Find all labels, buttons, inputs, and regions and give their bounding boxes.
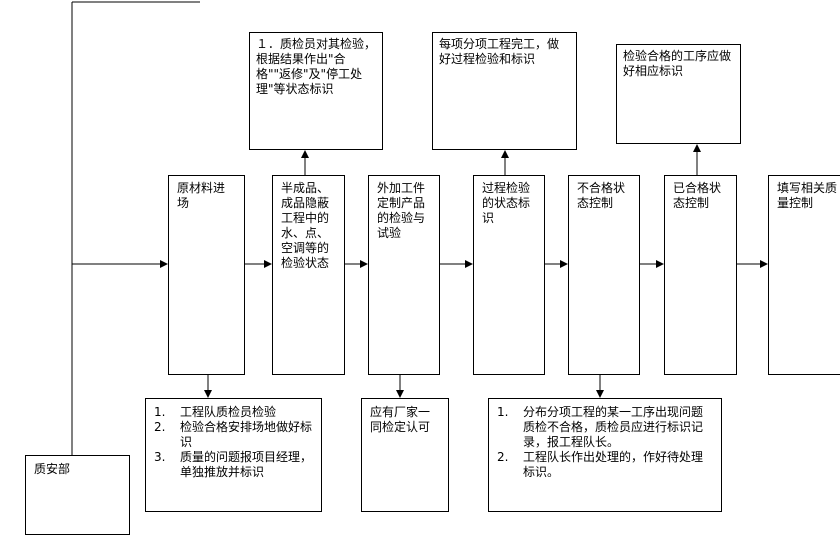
list-item: 1.分布分项工程的某一工序出现问题质检不合格，质检员应进行标识记录，报工程队长。: [497, 405, 704, 449]
process-nonconforming: 不合格状态控制: [568, 175, 640, 375]
process-conforming: 已合格状态控制: [664, 175, 737, 375]
note-process-inspection: 每项分项工程完工，做好过程检验和标识: [432, 32, 577, 150]
process-conforming-text: 已合格状态控制: [673, 181, 722, 210]
note-conforming-marking: 检验合格的工序应做好相应标识: [616, 44, 741, 144]
process-raw-material: 原材料进场: [168, 175, 245, 375]
department-label: 质安部: [34, 462, 71, 476]
note-raw-material-list: 1.工程队质检员检验 2.检验合格安排场地做好标识 3.质量的问题报项目经理，单…: [154, 405, 313, 480]
list-item: 3.质量的问题报项目经理，单独推放并标识: [154, 450, 313, 479]
note-inspector-marking: １．质检员对其检验，根据结果作出"合格""返修"及"停工处理"等状态标识: [249, 32, 383, 150]
list-item: 2.检验合格安排场地做好标识: [154, 420, 313, 449]
list-item: 2.工程队长作出处理的，作好待处理标识。: [497, 450, 704, 479]
note-raw-material-steps: 1.工程队质检员检验 2.检验合格安排场地做好标识 3.质量的问题报项目经理，单…: [145, 398, 322, 512]
process-quality-record: 填写相关质量控制: [768, 175, 840, 375]
note-outsourced-certification: 应有厂家一同检定认可: [361, 398, 449, 512]
note-outsourced-certification-text: 应有厂家一同检定认可: [370, 405, 431, 434]
process-semi-finished-text: 半成品、成品隐蔽工程中的水、点、空调等的检验状态: [281, 181, 330, 270]
process-outsourced-text: 外加工件定制产品的检验与试验: [377, 181, 426, 240]
process-quality-record-text: 填写相关质量控制: [777, 181, 838, 210]
department-box: 质安部: [25, 455, 130, 535]
list-item: 1.工程队质检员检验: [154, 405, 277, 419]
process-raw-material-text: 原材料进场: [177, 181, 226, 210]
note-conforming-marking-text: 检验合格的工序应做好相应标识: [623, 49, 732, 78]
note-nonconforming-list: 1.分布分项工程的某一工序出现问题质检不合格，质检员应进行标识记录，报工程队长。…: [497, 405, 713, 480]
process-nonconforming-text: 不合格状态控制: [577, 181, 626, 210]
process-process-inspection-text: 过程检验的状态标识: [482, 181, 531, 225]
process-process-inspection: 过程检验的状态标识: [473, 175, 545, 375]
note-process-inspection-text: 每项分项工程完工，做好过程检验和标识: [439, 37, 560, 66]
process-outsourced: 外加工件定制产品的检验与试验: [368, 175, 440, 375]
note-nonconforming-steps: 1.分布分项工程的某一工序出现问题质检不合格，质检员应进行标识记录，报工程队长。…: [488, 398, 722, 512]
note-inspector-marking-text: １．质检员对其检验，根据结果作出"合格""返修"及"停工处理"等状态标识: [256, 37, 377, 96]
process-semi-finished: 半成品、成品隐蔽工程中的水、点、空调等的检验状态: [272, 175, 345, 375]
